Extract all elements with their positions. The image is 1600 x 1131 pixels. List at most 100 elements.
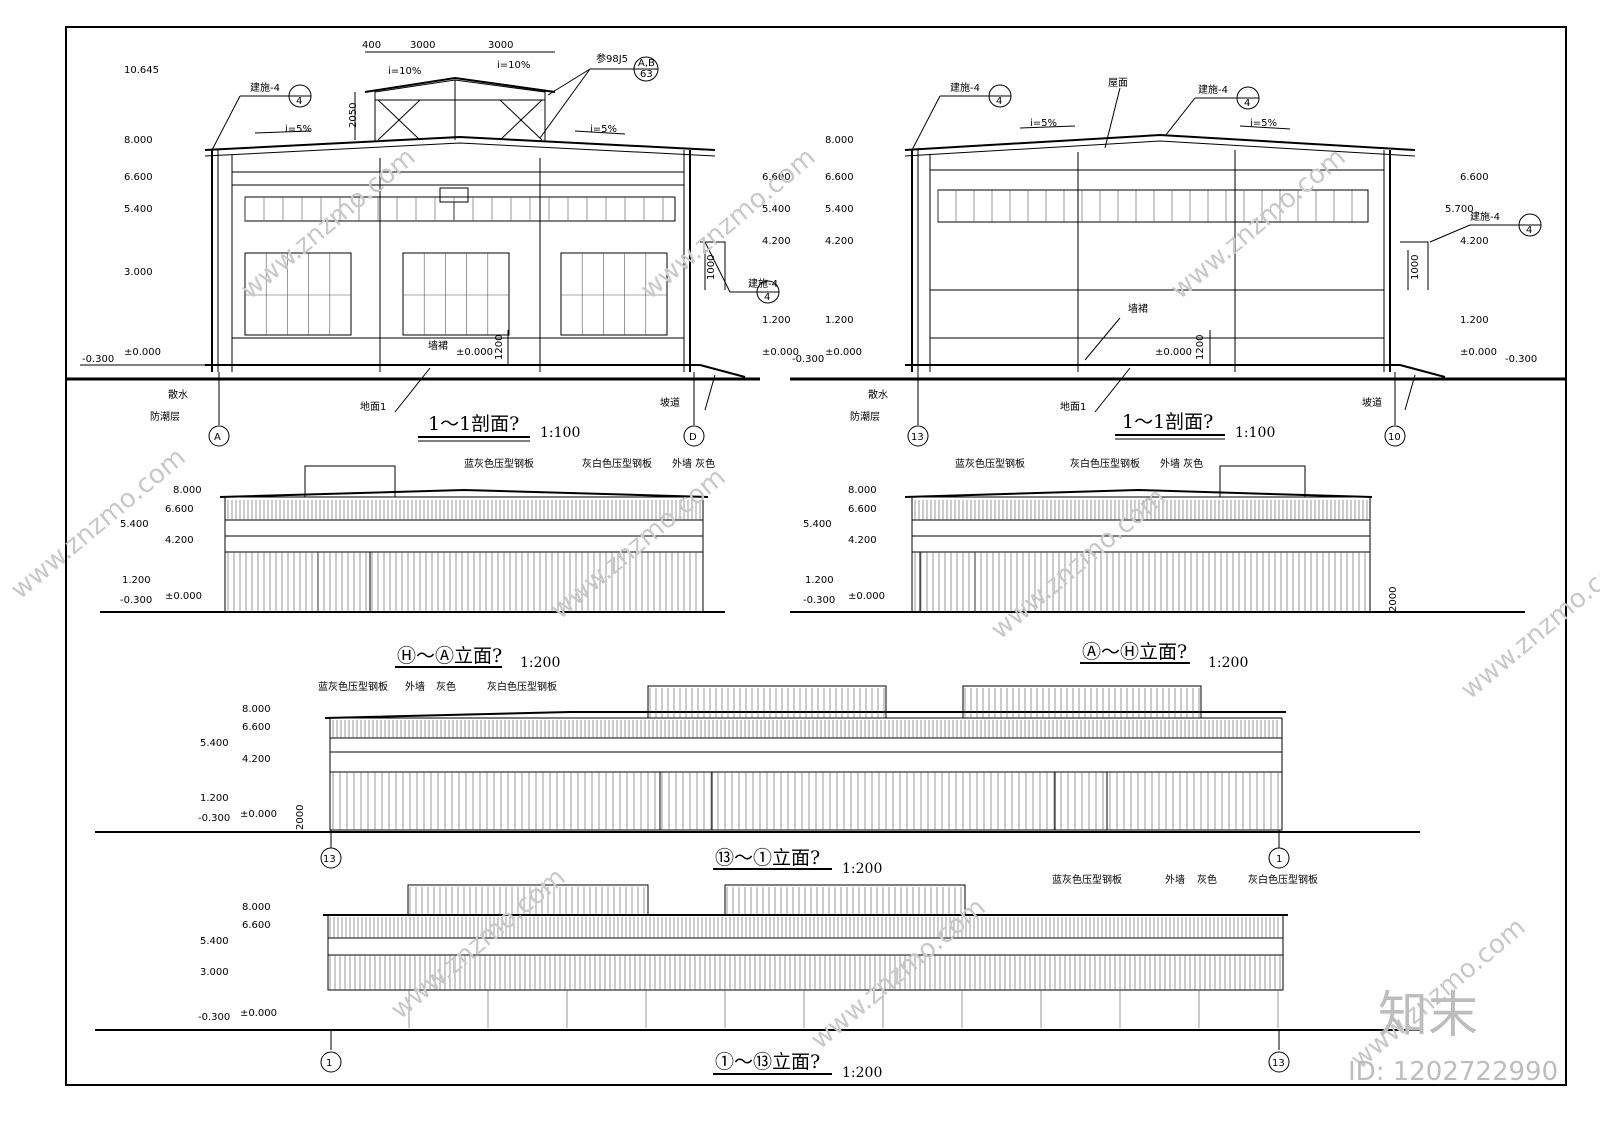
level-mark: -0.300 bbox=[1505, 354, 1537, 365]
section-1-annotations: 1～1剖面? 1:100 A D 10.645 8.000 6.600 5.40… bbox=[82, 40, 799, 443]
level-mark: 4.200 bbox=[242, 754, 271, 765]
material-note: 外墙 灰色 bbox=[672, 457, 715, 470]
level-mark: ±0.000 bbox=[825, 347, 862, 358]
axis-bubble-label: 1 bbox=[326, 1058, 332, 1069]
watermark-text: www.znzmo.com bbox=[385, 862, 571, 1025]
axis-bubble-label: 1 bbox=[1276, 854, 1282, 865]
level-mark: -0.300 bbox=[198, 813, 230, 824]
level-mark: 5.400 bbox=[200, 738, 229, 749]
watermark-text: www.znzmo.com bbox=[985, 482, 1171, 645]
slope: i=5% bbox=[590, 124, 617, 135]
floor-level: ±0.000 bbox=[456, 347, 493, 358]
level-mark: -0.300 bbox=[82, 354, 114, 365]
floor-level: ±0.000 bbox=[1155, 347, 1192, 358]
label: 墙裙 bbox=[1128, 302, 1148, 315]
elevation-3-scale-upper: 1:200 bbox=[520, 655, 560, 671]
level-mark: 4.200 bbox=[1460, 236, 1489, 247]
elevation-2-annotations: 8.000 6.600 5.400 4.200 1.200 -0.300 ±0.… bbox=[803, 457, 1399, 612]
section-2-roof bbox=[904, 133, 1416, 151]
section-1-axis-left: A bbox=[214, 432, 221, 443]
level-mark: 3.000 bbox=[200, 967, 229, 978]
callout: 建施-4 bbox=[950, 81, 980, 94]
level-mark: 1.200 bbox=[1460, 315, 1489, 326]
dim: 1000 bbox=[706, 255, 717, 280]
level-mark: -0.300 bbox=[803, 595, 835, 606]
level-mark: ±0.000 bbox=[240, 1008, 277, 1019]
section-1-monitor-roof bbox=[374, 79, 546, 142]
callout: 建施-4 bbox=[1198, 83, 1228, 96]
label: 墙裙 bbox=[428, 339, 448, 352]
level-mark: 6.600 bbox=[848, 504, 877, 515]
level-mark: 8.000 bbox=[848, 485, 877, 496]
level-mark: 8.000 bbox=[242, 704, 271, 715]
level-mark: 8.000 bbox=[242, 902, 271, 913]
level-mark: 6.600 bbox=[242, 722, 271, 733]
material-note: 蓝灰色压型钢板 bbox=[1052, 873, 1122, 886]
callout-circle: 4 bbox=[1244, 98, 1250, 109]
elevation-4-annotations: 8.000 6.600 5.400 3.000 -0.300 ±0.000 蓝灰… bbox=[198, 873, 1318, 1081]
slope: i=5% bbox=[1250, 118, 1277, 129]
level-mark: 10.645 bbox=[124, 65, 159, 76]
elevation-3-drawing bbox=[95, 662, 1420, 870]
level-mark: 4.200 bbox=[825, 236, 854, 247]
section-1-axis-right: D bbox=[689, 432, 697, 443]
section-1-roof bbox=[204, 135, 716, 151]
label: 防潮层 bbox=[850, 410, 880, 423]
watermark-id: ID: 1202722990 bbox=[1348, 1057, 1558, 1087]
level-mark: 1.200 bbox=[200, 793, 229, 804]
level-mark: 1.200 bbox=[762, 315, 791, 326]
section-1-axis-bubble-right bbox=[683, 425, 705, 447]
dim: 2050 bbox=[348, 103, 359, 128]
material-note: 蓝灰色压型钢板 bbox=[955, 457, 1025, 470]
level-mark: 1.200 bbox=[805, 575, 834, 586]
elevation-4-scale: 1:200 bbox=[842, 1065, 882, 1081]
elevation-2-title: Ⓐ～Ⓗ立面? bbox=[1082, 641, 1187, 663]
label: 地面1 bbox=[1060, 400, 1086, 413]
callout: 建施-4 bbox=[250, 81, 280, 94]
material-note: 蓝灰色压型钢板 bbox=[464, 457, 534, 470]
watermark-text: www.znzmo.com bbox=[1455, 542, 1600, 705]
level-mark: 1.200 bbox=[825, 315, 854, 326]
elevation-3-title: ⑬～①立面? bbox=[715, 847, 820, 869]
section-1-drawing bbox=[80, 51, 780, 447]
section-1-title: 1～1剖面? bbox=[428, 413, 519, 435]
level-mark: 8.000 bbox=[124, 135, 153, 146]
level-mark: 5.400 bbox=[825, 204, 854, 215]
axis-bubble-label: 13 bbox=[1272, 1058, 1285, 1069]
label: 防潮层 bbox=[150, 410, 180, 423]
level-mark: ±0.000 bbox=[124, 347, 161, 358]
label: 散水 bbox=[168, 388, 188, 401]
level-mark: 5.400 bbox=[120, 519, 149, 530]
label: 坡道 bbox=[660, 396, 680, 409]
label: 屋面 bbox=[1108, 77, 1128, 89]
level-mark: 3.000 bbox=[124, 267, 153, 278]
elevation-3-title-upper: Ⓗ～Ⓐ立面? bbox=[397, 645, 502, 667]
section-2-title: 1～1剖面? bbox=[1122, 411, 1213, 433]
level-mark: 8.000 bbox=[173, 485, 202, 496]
level-mark: 5.400 bbox=[200, 936, 229, 947]
level-mark: 6.600 bbox=[165, 504, 194, 515]
elevation-1-annotations: 8.000 6.600 5.400 4.200 1.200 -0.300 ±0.… bbox=[120, 457, 715, 606]
material-note: 外墙 bbox=[405, 680, 425, 693]
material-note: 灰白色压型钢板 bbox=[582, 457, 652, 470]
material-note: 灰白色压型钢板 bbox=[1070, 457, 1140, 470]
dim: 2000 bbox=[1388, 587, 1399, 612]
material-note: 灰白色压型钢板 bbox=[1248, 873, 1318, 886]
section-2-drawing bbox=[904, 84, 1542, 447]
level-mark: 6.600 bbox=[242, 920, 271, 931]
ref-label: 参98J5 bbox=[596, 52, 628, 65]
level-mark: 4.200 bbox=[762, 236, 791, 247]
material-note: 灰白色压型钢板 bbox=[487, 680, 557, 693]
watermark-text: www.znzmo.com bbox=[5, 442, 191, 605]
section-2-axis-left: 13 bbox=[911, 432, 924, 443]
axis-bubble-label: 13 bbox=[323, 854, 336, 865]
elevation-1-outline bbox=[224, 496, 704, 613]
level-mark: 8.000 bbox=[825, 135, 854, 146]
level-mark: -0.300 bbox=[792, 354, 824, 365]
level-mark: 4.200 bbox=[165, 535, 194, 546]
section-1-window bbox=[560, 252, 668, 336]
section-2-scale: 1:100 bbox=[1235, 425, 1275, 441]
level-mark: 6.600 bbox=[124, 172, 153, 183]
level-mark: ±0.000 bbox=[240, 809, 277, 820]
